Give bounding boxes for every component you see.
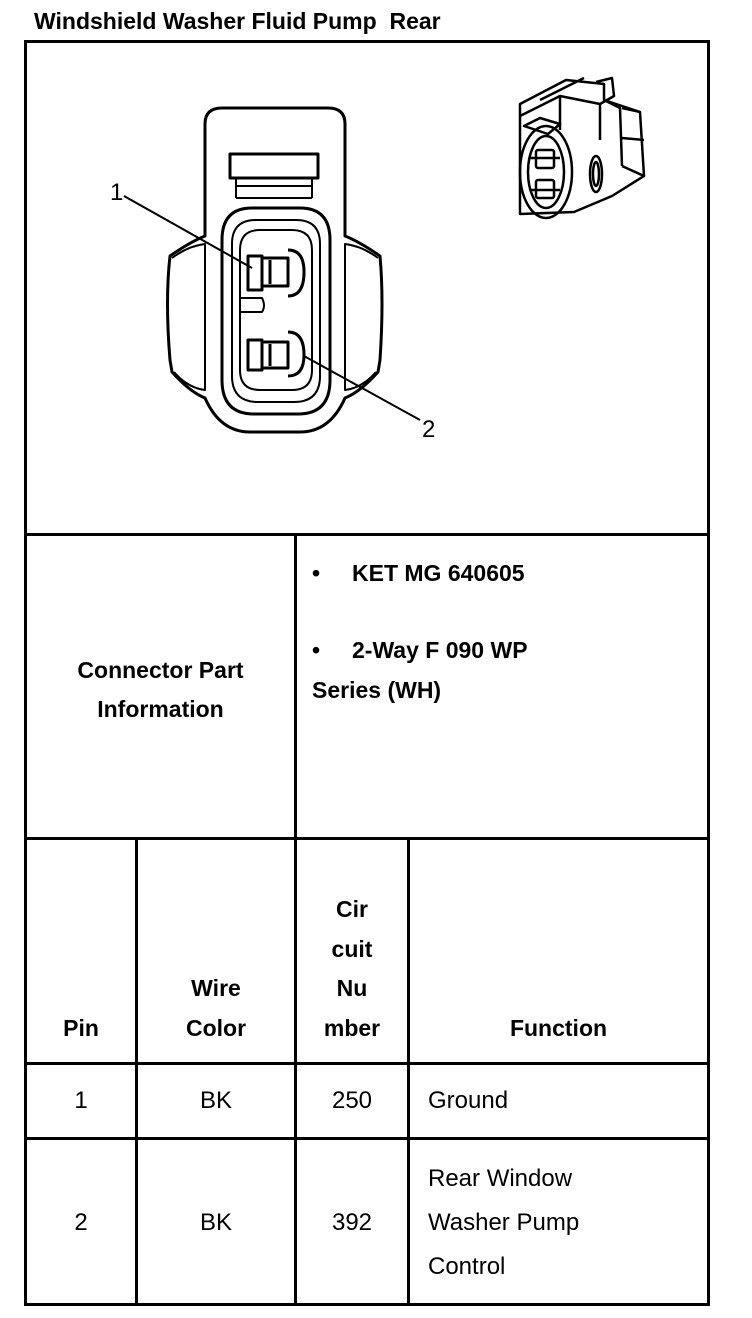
row-2-circuit: 392: [331, 1208, 373, 1236]
row-2-wire-color: BK: [199, 1208, 232, 1236]
bullet-glyph-2: •: [312, 637, 321, 663]
callout-1: 1: [110, 179, 123, 206]
header-circuit-line1: Cir: [336, 896, 368, 922]
connector-cavity-core: [239, 229, 313, 391]
callout-2: 2: [422, 416, 435, 443]
header-circuit-line3: Nu: [336, 975, 368, 1001]
connector-latch-lines: [235, 178, 313, 199]
header-wire-color: Wire Color: [138, 840, 294, 1062]
column-divider-main: [294, 535, 297, 1305]
connector-outer-body: [166, 106, 384, 434]
column-divider-pin: [135, 839, 138, 1305]
page-title: Windshield Washer Fluid Pump Rear: [34, 8, 441, 34]
row-1-function-line1: Ground: [428, 1087, 509, 1114]
header-circuit-line4: mber: [323, 1014, 381, 1041]
bullet-glyph-1: •: [312, 560, 321, 586]
connector-top-tab: [228, 152, 320, 180]
header-wire-color-line2: Color: [185, 1014, 247, 1041]
divider-row-1: [24, 1137, 710, 1140]
connector-isometric-view: [518, 76, 646, 220]
part-number-bullet: KET MG 640605: [352, 560, 525, 586]
column-divider-circuit: [407, 839, 410, 1305]
terminal-1: [246, 248, 306, 298]
connector-part-label-line1: Connector Part: [77, 656, 244, 683]
connector-cavity-inner: [231, 219, 321, 403]
connector-ear-right: [344, 243, 379, 391]
header-function: Function: [509, 1014, 608, 1041]
row-1-function: Ground: [410, 1065, 707, 1137]
row-1-pin: 1: [74, 1087, 88, 1114]
connector-face-diagram: 1 2: [110, 76, 646, 443]
leader-line-2: [303, 355, 421, 421]
connector-part-label-line2: Information: [97, 695, 224, 722]
connector-part-info-label: Connector Part Information: [27, 536, 294, 837]
header-wire-color-line1: Wire: [191, 975, 241, 1001]
connector-series-line1: 2-Way F 090 WP: [352, 637, 528, 663]
row-2-function-line3: Control: [428, 1252, 506, 1280]
row-2-function-line2: Washer Pump: [428, 1208, 580, 1236]
row-2-pin: 2: [74, 1208, 88, 1236]
connector-key: [240, 297, 265, 313]
connector-sheet: [24, 40, 710, 1306]
row-2-function: Rear Window Washer Pump Control: [410, 1140, 707, 1305]
divider-part-info: [24, 837, 710, 840]
connector-series-line2: Series (WH): [312, 677, 442, 703]
row-2-function-line1: Rear Window: [428, 1164, 573, 1192]
header-pin: Pin: [63, 1014, 99, 1041]
connector-ear-left: [171, 243, 206, 391]
row-1-wire-color: BK: [199, 1087, 232, 1114]
header-circuit-number: Cir cuit Nu mber: [297, 840, 407, 1062]
divider-diagram: [24, 533, 710, 536]
divider-table-header: [24, 1062, 710, 1065]
leader-line-1: [123, 195, 253, 269]
terminal-2: [246, 330, 306, 378]
header-circuit-line2: cuit: [331, 935, 373, 962]
connector-cavity-outer: [220, 206, 332, 416]
row-1-circuit: 250: [331, 1087, 373, 1114]
